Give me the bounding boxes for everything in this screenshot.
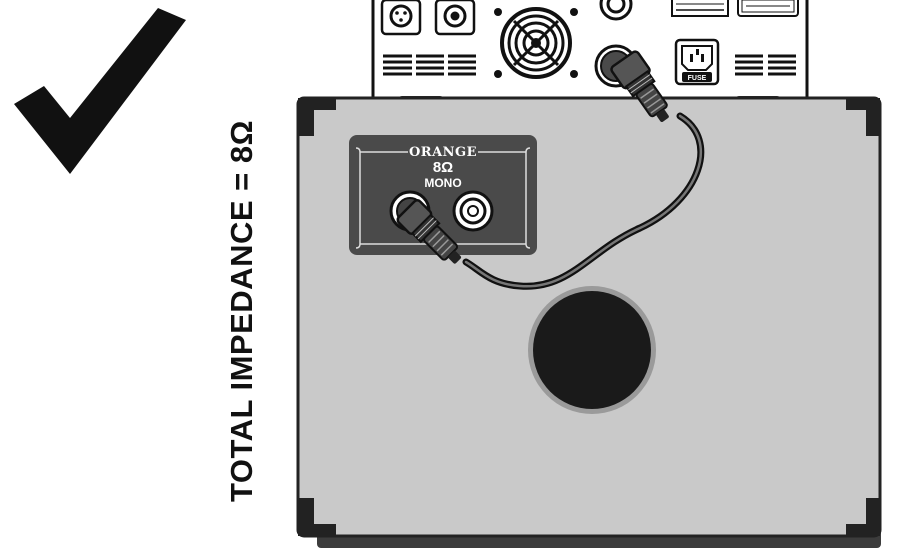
fuse-label: FUSE [688,75,707,82]
power-inlet: FUSE [674,38,720,86]
speaker-cable [462,112,705,290]
panel-mode: MONO [424,176,461,190]
speaker-port [528,286,656,414]
checkmark-icon [14,8,186,174]
cabinet-input-jack-2 [452,190,494,232]
total-impedance-label: TOTAL IMPEDANCE = 8Ω [224,120,259,502]
serial-label [671,0,799,17]
jack-socket [434,0,476,36]
speaker-output-jack-1 [599,0,633,21]
panel-impedance: 8Ω [433,159,453,176]
vent-grille-right [735,54,796,76]
cable-plug-cabinet [396,199,461,264]
amplifier-head: FUSE [371,0,809,108]
cooling-fan [493,0,579,81]
xlr-output-jack [380,0,422,36]
brand-logo: ORANGE [409,145,477,160]
cable-plug-amp [610,50,669,122]
vent-grille-left [383,54,476,76]
